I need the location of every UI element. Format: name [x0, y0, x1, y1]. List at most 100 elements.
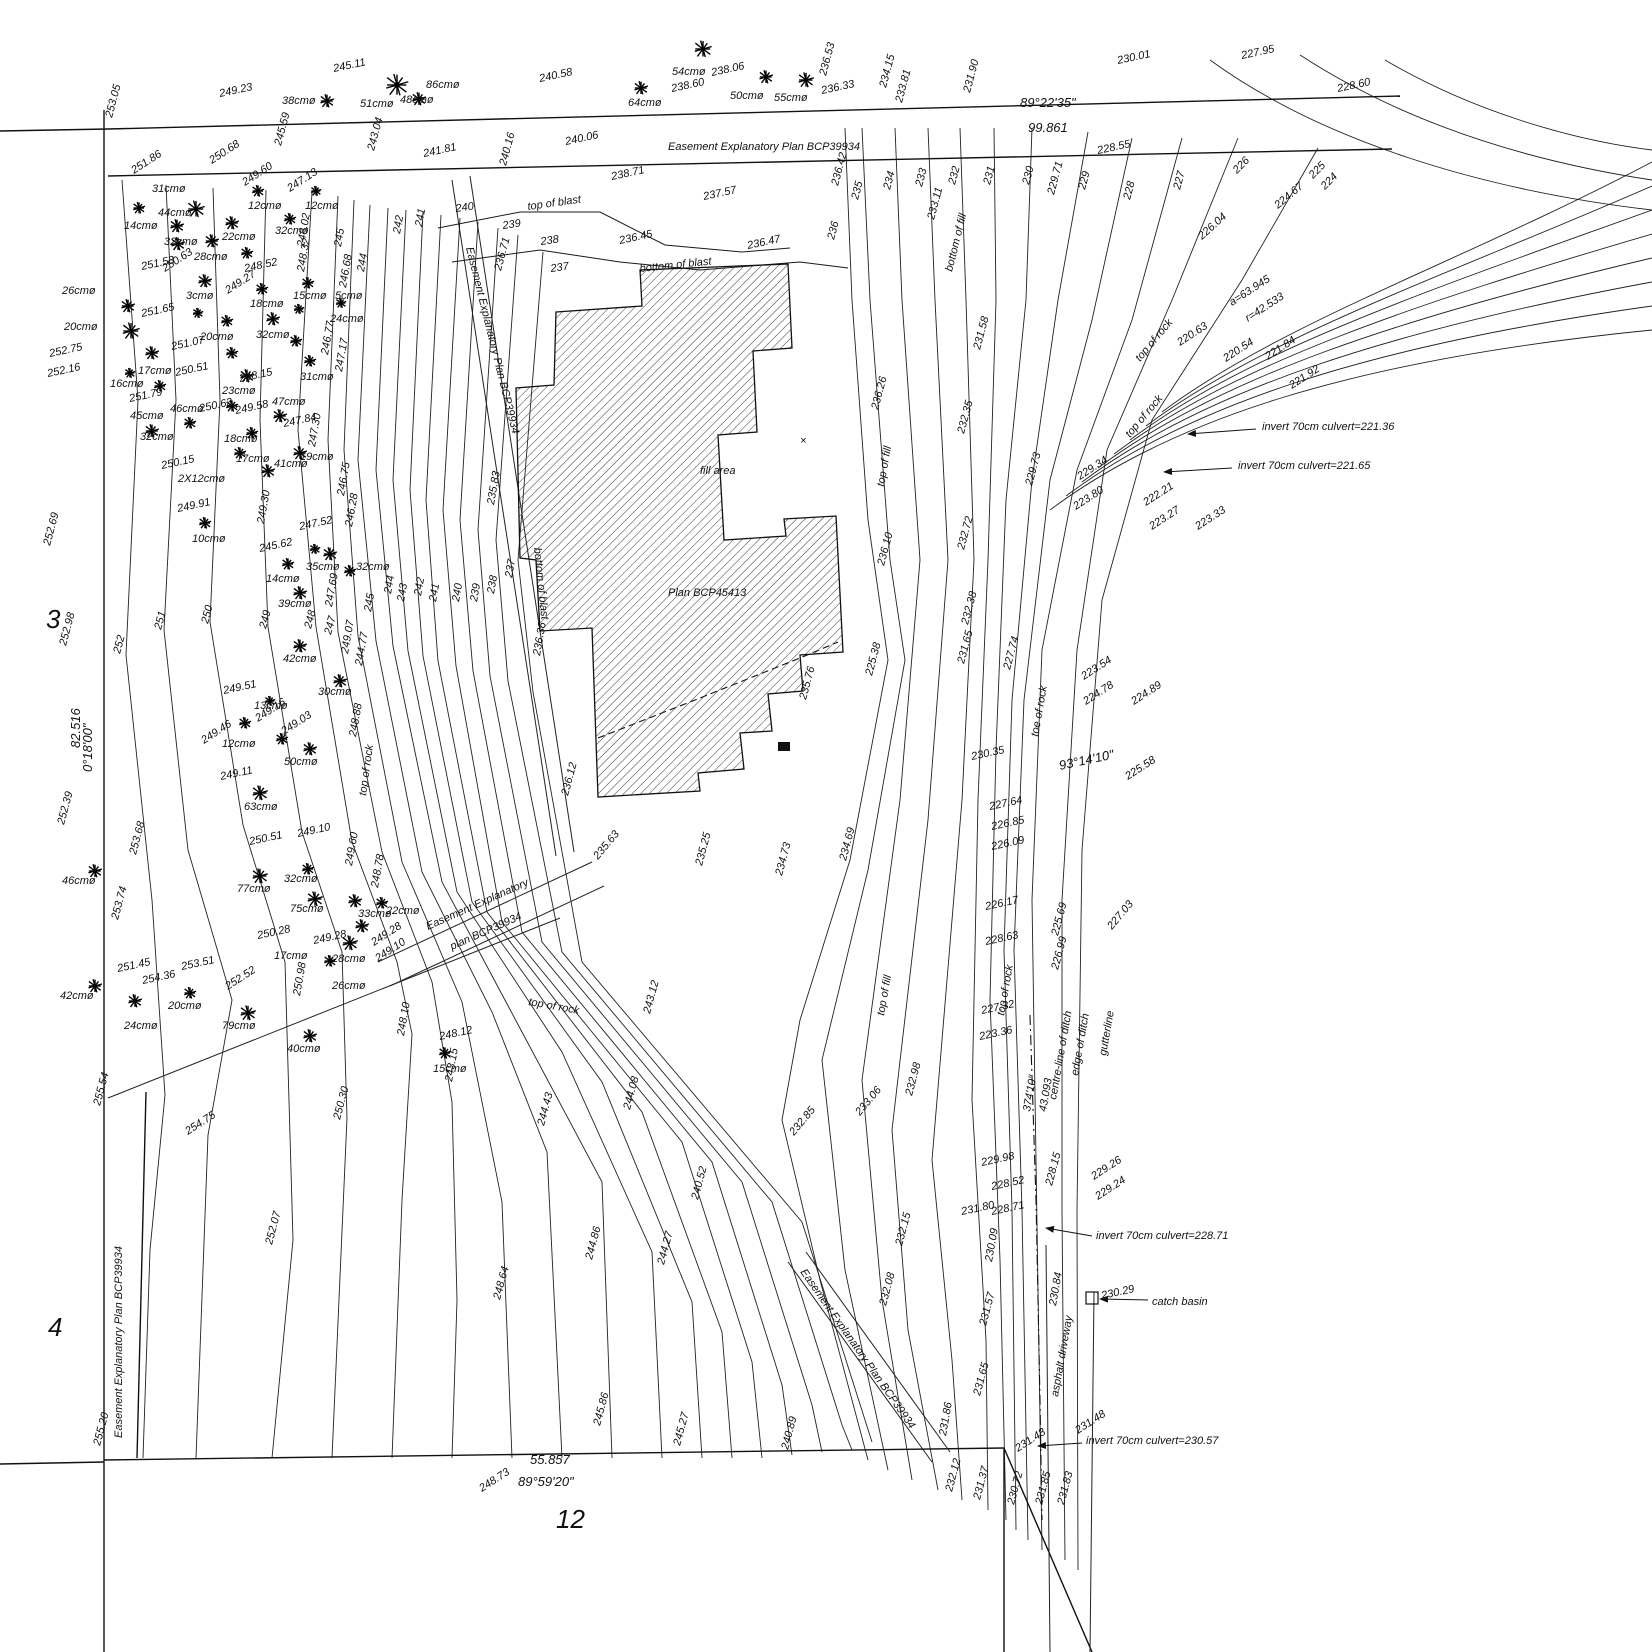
label-text: 232 — [946, 165, 963, 187]
tree-symbol — [226, 346, 239, 359]
label-text: 237 — [549, 260, 571, 275]
rock-edge-arc — [1145, 185, 1652, 427]
contour-line — [392, 209, 663, 1459]
boundary-line — [103, 1447, 1005, 1461]
label-text: invert 70cm culvert=230.57 — [1086, 1435, 1219, 1447]
label-text: 79cmø — [222, 1020, 256, 1032]
label-text: 250 — [199, 603, 216, 626]
contour-line — [891, 127, 949, 1491]
tree-symbol — [187, 200, 205, 218]
label-text: 3cmø — [186, 290, 214, 302]
label-text: 23cmø — [221, 385, 256, 397]
tree-symbol — [240, 369, 255, 383]
label-text: 86cmø — [426, 79, 460, 91]
tree-symbol — [226, 399, 239, 412]
contour-line — [1061, 137, 1239, 1561]
contour-line — [209, 187, 294, 1459]
label-text: 22cmø — [221, 231, 256, 243]
tree-symbol — [310, 185, 322, 196]
tree-symbol — [192, 307, 204, 318]
tree-symbol — [273, 409, 288, 423]
tree-symbol — [145, 346, 160, 360]
label-text: × — [800, 435, 806, 447]
rock-edge-arc — [1113, 233, 1652, 455]
parcel-label: 3 — [46, 604, 61, 634]
contour-line — [781, 127, 889, 1461]
easement-line — [805, 1251, 951, 1453]
tree-symbol — [376, 896, 389, 909]
tree-symbol — [282, 557, 295, 570]
label-text: 230.09 — [983, 1227, 1001, 1263]
tree-symbol — [184, 416, 197, 429]
label-text: invert 70cm culvert=228.71 — [1096, 1230, 1228, 1242]
label-text: 44cmø — [158, 207, 192, 219]
label-text: 239 — [468, 582, 483, 603]
label-text: 32cmø — [164, 236, 198, 248]
label-text: 240 — [454, 200, 476, 215]
label-text: 238 — [485, 573, 500, 595]
contour-line — [861, 127, 921, 1481]
label-text: 242 — [412, 576, 427, 597]
contour-line — [821, 127, 906, 1471]
label-text: 15cmø — [293, 290, 327, 302]
label-text: 12cmø — [248, 200, 282, 212]
label-text: 18cmø — [250, 298, 284, 310]
label-text: 26cmø — [61, 285, 96, 297]
label-text: 237 — [503, 557, 518, 579]
label-text: 30cmø — [318, 686, 352, 698]
rock-edge-arc — [1065, 305, 1652, 497]
label-text: 46cmø — [170, 403, 204, 415]
contour-line — [259, 189, 348, 1459]
boundary-line — [0, 128, 109, 132]
parcel-label: 12 — [556, 1504, 585, 1534]
label-text: 77cmø — [237, 883, 271, 895]
label-text: 40cmø — [287, 1043, 321, 1055]
annotation-layer — [1037, 428, 1257, 1449]
label-text: 243 — [395, 581, 410, 603]
contour-line — [477, 227, 823, 1453]
label-text: 248.02 — [295, 212, 313, 248]
label-text: 45cmø — [130, 410, 164, 422]
label-text: 12cmø — [222, 738, 256, 750]
label-text: 241 — [413, 207, 428, 228]
easement-line — [1045, 1244, 1051, 1652]
rock-edge-arc — [1209, 59, 1652, 211]
easement-line — [451, 179, 557, 857]
label-text: Easement Explanatory Plan BCP39934 — [668, 141, 860, 153]
contour-line — [327, 195, 458, 1459]
label-text: 230 — [1020, 164, 1037, 187]
tree-symbol — [240, 1005, 257, 1021]
tree-symbol — [256, 282, 269, 295]
label-text: 24cmø — [329, 313, 364, 325]
label-text: 19cmø — [300, 451, 334, 463]
tree-symbol — [241, 246, 254, 259]
dashed-centreline — [1029, 1014, 1043, 1521]
label-text: 0°18'00" — [80, 722, 95, 772]
contour-line — [425, 214, 733, 1459]
label-text: 17cmø — [138, 365, 172, 377]
label-text: 239 — [501, 218, 522, 233]
contour-line — [1013, 137, 1133, 1541]
label-text: 20cmø — [167, 1000, 202, 1012]
easement-line — [107, 917, 561, 1099]
label-text: 31cmø — [152, 183, 186, 195]
label-text: 12cmø — [305, 200, 339, 212]
label-text: 82.516 — [68, 707, 83, 748]
tree-symbol — [303, 1029, 318, 1043]
label-text: 48cmø — [400, 94, 434, 106]
label-text: fill area — [700, 465, 735, 477]
label-text: 235 — [849, 179, 866, 202]
label-text: 32cmø — [275, 225, 309, 237]
easement-line — [787, 1261, 933, 1463]
label-text: 99.861 — [1028, 120, 1068, 135]
label-text: 13cmø — [254, 700, 288, 712]
contour-lines-layer — [121, 54, 1652, 1571]
tree-symbol — [324, 954, 337, 967]
tree-symbol — [128, 994, 143, 1008]
contour-line — [409, 211, 703, 1459]
easement-line — [377, 861, 593, 963]
tree-symbol — [252, 868, 269, 884]
tree-symbol — [304, 354, 317, 367]
tree-symbol — [266, 312, 281, 326]
